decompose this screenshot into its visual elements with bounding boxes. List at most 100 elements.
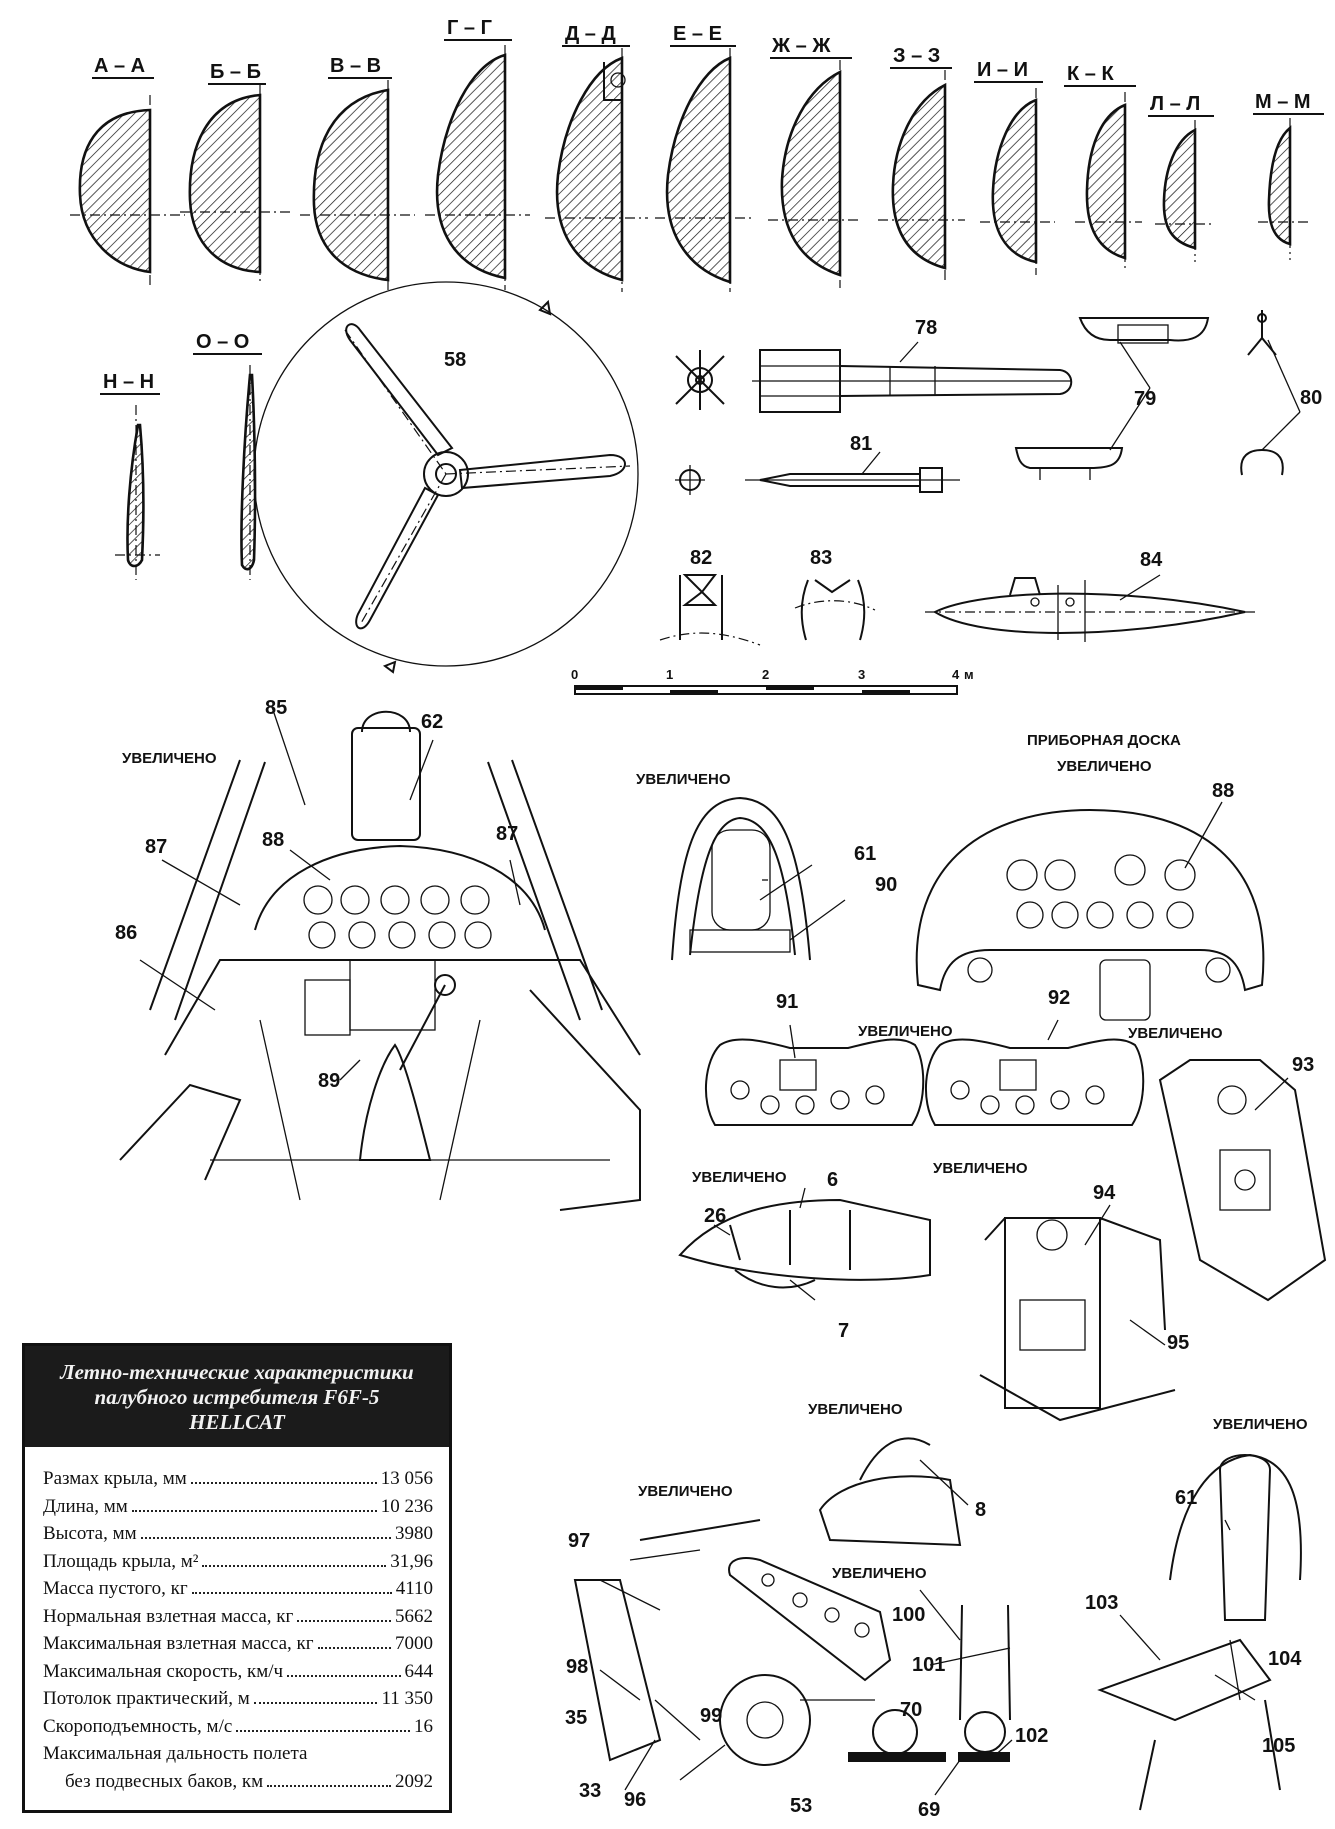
scale-tick-4: 4 <box>952 667 960 682</box>
section-label: О – О <box>196 331 249 353</box>
callout-7: 7 <box>838 1320 849 1342</box>
sight-83 <box>794 579 876 641</box>
callout-78: 78 <box>915 317 937 339</box>
specs-title-line: палубного истребителя F6F-5 <box>94 1385 380 1409</box>
callout-105: 105 <box>1262 1735 1295 1757</box>
section-k-k: К – К <box>1064 63 1142 270</box>
spec-name: Размах крыла, мм <box>43 1468 187 1489</box>
section-label: А – А <box>94 55 145 77</box>
caption-enlarged-panels: УВЕЛИЧЕНО <box>858 1023 953 1040</box>
specs-title: Летно-технические характеристики палубно… <box>25 1346 449 1447</box>
windshield-view <box>818 1437 969 1547</box>
caption-enlarged-console: УВЕЛИЧЕНО <box>1128 1025 1223 1042</box>
spec-row: Масса пустого, кг 4110 <box>43 1575 433 1603</box>
sight-82 <box>659 574 761 646</box>
section-d-d: Д – Д <box>545 23 648 292</box>
spec-name: без подвесных баков, км <box>65 1770 264 1792</box>
scale-tick-2: 2 <box>762 667 769 682</box>
tail-gear-view <box>728 1557 1013 1796</box>
instrument-panel-view <box>915 801 1265 1021</box>
headrest-view <box>671 796 846 961</box>
callout-103: 103 <box>1085 1592 1118 1614</box>
spec-row: Скороподъемность, м/с 16 <box>43 1713 433 1741</box>
caption-enlarged-front: УВЕЛИЧЕНО <box>933 1160 1028 1177</box>
callout-58: 58 <box>444 349 466 371</box>
callout-87-right: 87 <box>496 823 518 845</box>
section-label: Л – Л <box>1150 93 1200 115</box>
panel-91-view <box>704 1024 925 1126</box>
scale-tick-1: 1 <box>666 667 673 682</box>
rocket-81 <box>675 451 960 495</box>
spec-value: 16 <box>414 1715 433 1737</box>
spec-row: Потолок практический, м 11 350 <box>43 1685 433 1713</box>
section-b-b: Б – Б <box>180 61 290 285</box>
spec-row: Длина, мм 10 236 <box>43 1493 433 1521</box>
scale-bar: 0 1 2 3 4 м <box>571 667 974 695</box>
callout-100: 100 <box>892 1604 925 1626</box>
spec-value: 644 <box>404 1660 434 1682</box>
callout-89: 89 <box>318 1070 340 1092</box>
caption-enlarged-headrest: УВЕЛИЧЕНО <box>636 771 731 788</box>
spec-name: Потолок практический, м <box>43 1688 250 1709</box>
caption-enlarged-tailgear: УВЕЛИЧЕНО <box>832 1565 927 1582</box>
section-n-n: Н – Н <box>100 371 160 580</box>
specs-table: Летно-технические характеристики палубно… <box>22 1343 452 1813</box>
fitting-80 <box>1240 310 1301 476</box>
cockpit-front-view <box>979 1204 1176 1422</box>
spec-name: Нормальная взлетная масса, кг <box>43 1605 294 1627</box>
spec-value: 2092 <box>395 1770 433 1792</box>
scale-tick-0: 0 <box>571 667 578 682</box>
caption-enlarged-gear: УВЕЛИЧЕНО <box>638 1483 733 1500</box>
callout-104: 104 <box>1268 1648 1302 1670</box>
callout-97: 97 <box>568 1530 590 1552</box>
spec-name: Площадь крыла, м² <box>43 1550 199 1572</box>
specs-title-line: HELLCAT <box>189 1410 285 1434</box>
captions: УВЕЛИЧЕНО УВЕЛИЧЕНО ПРИБОРНАЯ ДОСКА УВЕЛ… <box>122 732 1308 1582</box>
callout-80: 80 <box>1300 387 1322 409</box>
callout-91: 91 <box>776 991 798 1013</box>
spec-name: Максимальная взлетная масса, кг <box>43 1633 314 1654</box>
spec-name: Максимальная дальность полета <box>43 1743 308 1764</box>
section-label: Ж – Ж <box>771 35 831 57</box>
scale-unit: м <box>964 667 974 682</box>
callout-61-top: 61 <box>854 843 876 865</box>
caption-enlarged-seat: УВЕЛИЧЕНО <box>1213 1416 1308 1433</box>
seat-view <box>1097 1453 1302 1811</box>
spec-value: 10 236 <box>380 1495 433 1517</box>
spec-name: Масса пустого, кг <box>43 1578 188 1599</box>
spec-row-range-line1: Максимальная дальность полета <box>43 1740 433 1768</box>
caption-panel-line2: УВЕЛИЧЕНО <box>1057 758 1152 775</box>
callout-84: 84 <box>1140 549 1163 571</box>
spec-name: Скороподъемность, м/с <box>43 1715 233 1737</box>
spec-value: 4110 <box>395 1578 433 1599</box>
callout-35: 35 <box>565 1707 587 1729</box>
spec-value: 3980 <box>395 1523 433 1544</box>
spec-value: 7000 <box>395 1633 433 1654</box>
spec-name: Длина, мм <box>43 1495 128 1517</box>
callout-88-panel: 88 <box>1212 780 1234 802</box>
section-label: Н – Н <box>103 371 154 393</box>
callout-87-left: 87 <box>145 836 167 858</box>
propeller-view <box>253 281 639 674</box>
callout-6: 6 <box>827 1169 838 1191</box>
callout-81: 81 <box>850 433 872 455</box>
section-z-z: З – З <box>878 45 965 282</box>
callout-96: 96 <box>624 1789 646 1811</box>
section-label: Г – Г <box>447 17 492 39</box>
canopy-view <box>678 1187 931 1301</box>
scale-tick-3: 3 <box>858 667 865 682</box>
caption-enlarged-canopy: УВЕЛИЧЕНО <box>692 1169 787 1186</box>
bomb-78 <box>675 341 1073 413</box>
callout-102: 102 <box>1015 1725 1048 1747</box>
callout-53: 53 <box>790 1795 812 1817</box>
callout-62: 62 <box>421 711 443 733</box>
callout-82: 82 <box>690 547 712 569</box>
section-e-e: Е – Е <box>655 23 752 292</box>
spec-row-range-line2: без подвесных баков, км 2092 <box>43 1768 433 1796</box>
callout-83: 83 <box>810 547 832 569</box>
spec-value: 11 350 <box>381 1688 433 1709</box>
